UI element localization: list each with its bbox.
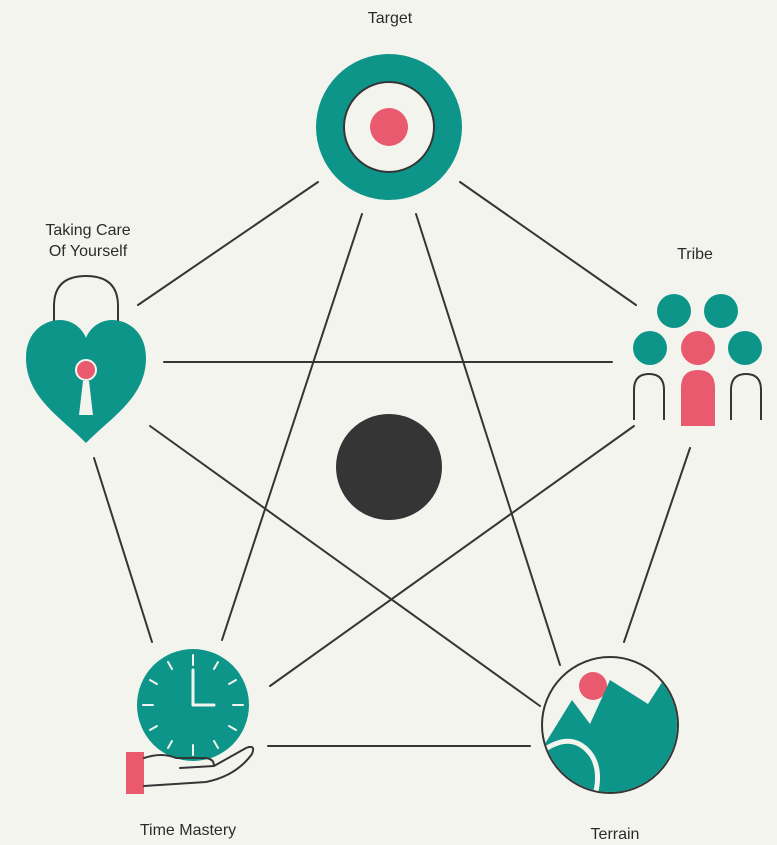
line-target-self	[137, 181, 319, 306]
line-target-terrain	[415, 213, 561, 666]
taking-care-of-yourself-label: Taking Care Of Yourself	[45, 222, 131, 260]
people-group-icon	[633, 294, 762, 426]
center-circle	[336, 414, 442, 520]
line-tribe-terrain	[623, 447, 691, 643]
time-mastery-label: Time Mastery	[139, 822, 237, 839]
line-self-terrain	[149, 425, 541, 707]
line-tribe-time	[269, 425, 635, 687]
tribe-label: Tribe	[677, 246, 713, 263]
heart-padlock-icon	[26, 274, 146, 443]
line-self-time	[93, 457, 153, 643]
mountain-landscape-icon	[541, 656, 679, 794]
target-label: Target	[367, 10, 413, 27]
connector-lines	[93, 181, 691, 747]
line-target-tribe	[459, 181, 637, 306]
line-target-time	[221, 213, 363, 641]
target-icon	[316, 54, 462, 200]
terrain-label: Terrain	[590, 826, 640, 843]
clock-in-hand-icon	[126, 649, 255, 794]
